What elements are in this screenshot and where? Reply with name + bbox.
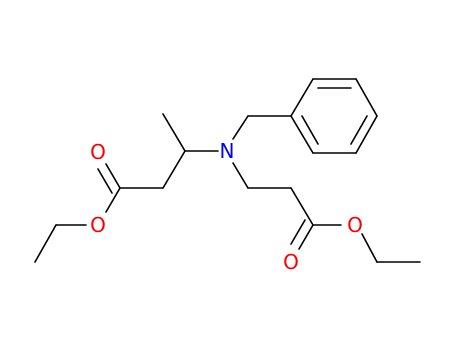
ring-bond <box>290 78 314 117</box>
bond-carbonyl-right-double <box>290 219 306 245</box>
bond-carbonyl-left-double <box>97 168 113 194</box>
atom-oxygen-carbonyl-right: O <box>283 250 299 274</box>
ring-double-bond <box>350 115 368 145</box>
ring-double-bond <box>301 115 319 145</box>
ring-bond <box>355 115 378 154</box>
bond-ch-ch2 <box>162 150 186 189</box>
bond-carbonyl-right <box>298 224 314 250</box>
bond-carbonyl-left <box>105 163 121 189</box>
benzene-ring <box>290 78 378 154</box>
atom-oxygen-ester-right: O <box>347 213 363 237</box>
atom-nitrogen: N <box>220 139 235 163</box>
atom-oxygen-ester-left: O <box>90 213 106 237</box>
bond-ch-methyl <box>162 113 186 152</box>
ring-bond <box>355 78 378 117</box>
ring-bond <box>290 115 314 154</box>
bond-ch2-carbonyl-right <box>290 187 314 226</box>
bond-ch2-n <box>232 115 249 140</box>
bond-o-ethyl-right <box>361 233 378 263</box>
bond-ethyl-left <box>34 224 57 263</box>
bond-c-o-left <box>105 187 121 213</box>
bond-n-ch2-right <box>232 162 249 189</box>
atom-oxygen-carbonyl-left: O <box>90 140 106 164</box>
